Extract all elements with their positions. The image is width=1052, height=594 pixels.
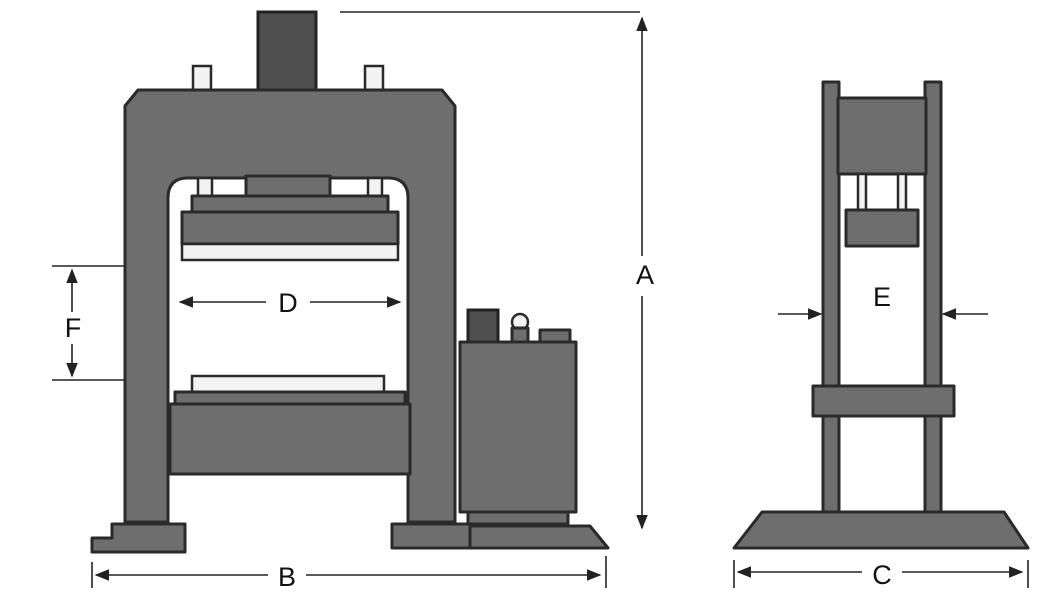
label-e: E (873, 282, 891, 312)
front-view (90, 10, 610, 554)
power-unit-base (468, 524, 610, 550)
lower-platen-face (190, 374, 386, 394)
side-ram-block (844, 208, 920, 248)
dimension-f: F (52, 265, 124, 381)
dimension-b: B (91, 556, 607, 592)
side-head (836, 96, 928, 176)
top-fitting-right (363, 64, 385, 92)
side-rod-left (856, 172, 868, 212)
label-d: D (278, 288, 298, 318)
upper-platen-face (180, 242, 400, 262)
hydraulic-cylinder (256, 10, 318, 92)
side-crossbar (811, 384, 956, 418)
upper-platen (180, 210, 400, 246)
label-b: B (278, 562, 296, 592)
side-base (732, 510, 1030, 550)
reservoir-tank (458, 340, 578, 514)
ram-head (244, 174, 332, 198)
dimension-c: C (733, 560, 1029, 590)
dimension-a: A (340, 11, 654, 530)
tank-base (466, 510, 570, 526)
label-a: A (636, 260, 654, 290)
top-fitting-left (191, 64, 213, 92)
label-c: C (872, 560, 892, 590)
label-f: F (65, 313, 82, 343)
motor (466, 308, 500, 346)
dimension-e: E (778, 282, 988, 320)
bolster (168, 402, 412, 476)
side-view (732, 80, 1030, 550)
foot-right (390, 522, 472, 550)
filler-neck (510, 326, 530, 344)
side-rod-right (896, 172, 908, 212)
dimension-d: D (178, 288, 402, 318)
power-unit (458, 308, 610, 550)
foot-left (90, 522, 187, 554)
